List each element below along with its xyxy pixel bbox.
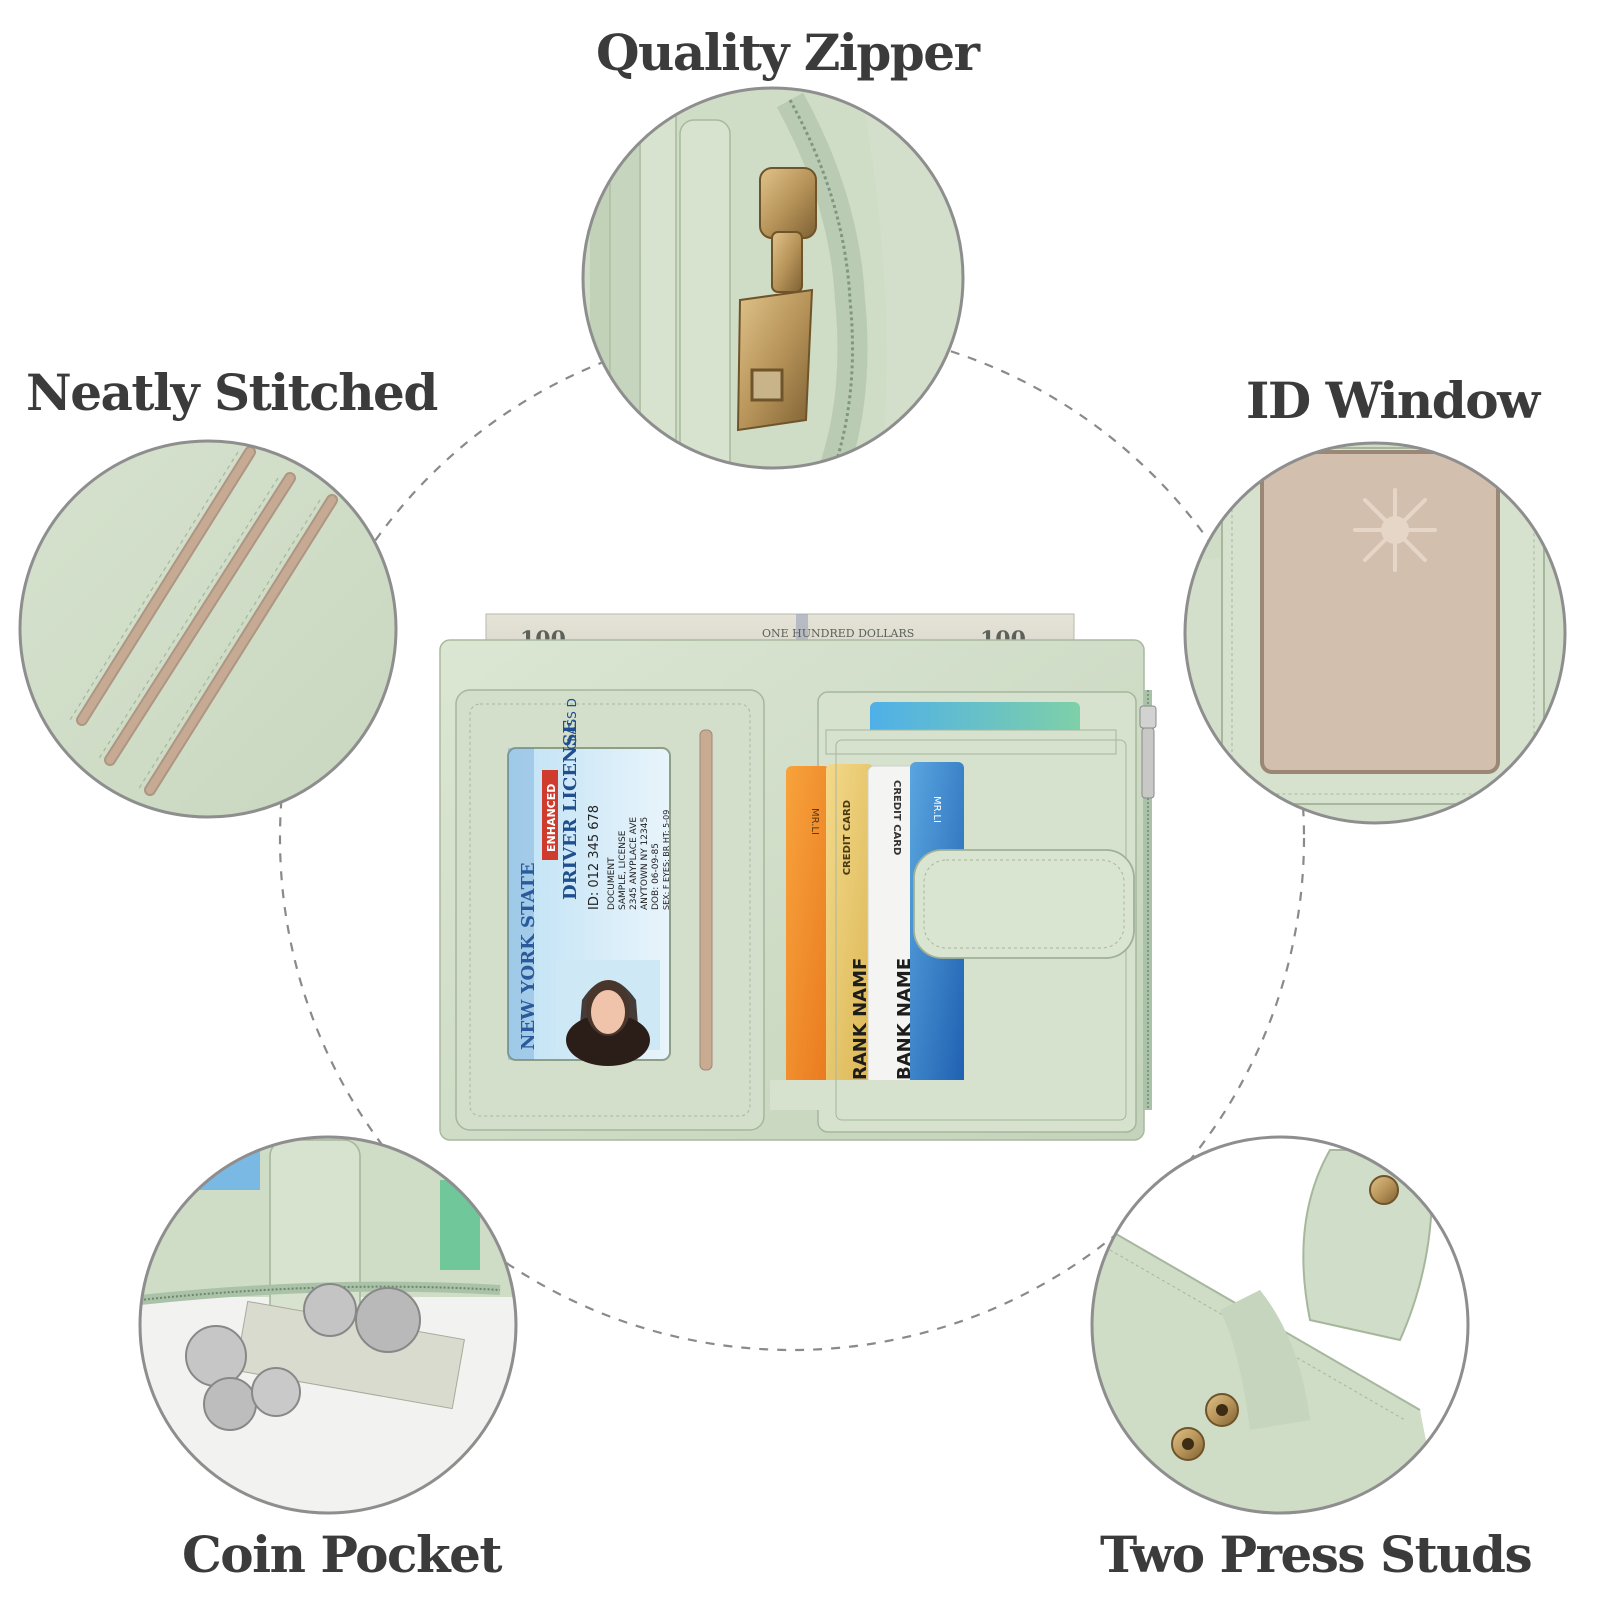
top-slot-edge	[825, 729, 1117, 755]
svg-text:ENHANCED: ENHANCED	[545, 784, 558, 852]
idwindow-circle-border	[1183, 441, 1567, 825]
svg-text:NEW YORK STATE: NEW YORK STATE	[518, 862, 539, 1050]
card-gold-bank: RANK NAMF	[850, 958, 871, 1080]
side-zipper	[1139, 690, 1157, 1110]
svg-text:DRIVER LICENSE: DRIVER LICENSE	[560, 720, 581, 900]
stud-top	[1369, 1175, 1399, 1205]
card-pocket-bottom	[770, 1080, 990, 1110]
card-gold	[826, 764, 874, 1098]
card-orange-name: MR.LI	[809, 808, 820, 835]
card-white-type: CREDIT CARD	[891, 780, 902, 855]
label-neatly-stitched: Neatly Stitched	[26, 363, 438, 422]
label-quality-zipper: Quality Zipper	[596, 23, 980, 82]
stitch-circle-border	[18, 439, 398, 819]
svg-text:ID: 012 345 678: ID: 012 345 678	[587, 805, 602, 910]
vertical-card-slot	[699, 729, 713, 1071]
detail-quality-zipper	[581, 86, 965, 470]
svg-text:2345 ANYPLACE AVE: 2345 ANYPLACE AVE	[629, 817, 639, 910]
detail-id-window	[1183, 441, 1567, 825]
portrait-face-front	[591, 990, 625, 1034]
studs-circle-border	[1090, 1135, 1470, 1515]
id-card-text: NEW YORK STATE ENHANCED DRIVER LICENSE C…	[518, 698, 671, 1050]
zipper-circle-border	[581, 86, 965, 470]
card-orange	[786, 766, 830, 1096]
left-flap-stitching	[469, 703, 751, 1117]
svg-text:DOB: 06-09-85: DOB: 06-09-85	[651, 843, 661, 910]
detail-coin-pocket	[138, 1135, 518, 1515]
label-coin-pocket: Coin Pocket	[182, 1525, 503, 1584]
clasp-tab	[913, 849, 1135, 959]
card-white-bank: BANK NAME	[894, 958, 915, 1080]
svg-text:SAMPLE, LICENSE: SAMPLE, LICENSE	[618, 830, 628, 910]
label-id-window: ID Window	[1246, 371, 1540, 430]
id-window: NEW YORK STATE ENHANCED DRIVER LICENSE C…	[507, 698, 671, 1066]
svg-text:DOCUMENT: DOCUMENT	[607, 857, 617, 910]
svg-text:CLASS D: CLASS D	[565, 698, 579, 750]
banknote-text: ONE HUNDRED DOLLARS	[762, 627, 914, 640]
card-gold-type: CREDIT CARD	[842, 800, 853, 875]
detail-neatly-stitched	[18, 439, 398, 819]
svg-text:ANYTOWN NY 12345: ANYTOWN NY 12345	[640, 817, 650, 910]
svg-text:SEX: F EYES: BR HT: 5-09: SEX: F EYES: BR HT: 5-09	[662, 810, 671, 910]
wallet-main-image: 100 ONE HUNDRED DOLLARS 100 100 ONE HUND…	[439, 613, 1157, 1141]
coin-circle-border	[138, 1135, 518, 1515]
detail-two-press-studs	[1090, 1135, 1470, 1515]
label-two-press-studs: Two Press Studs	[1100, 1525, 1533, 1584]
card-blue-name: MR.LI	[931, 796, 942, 823]
